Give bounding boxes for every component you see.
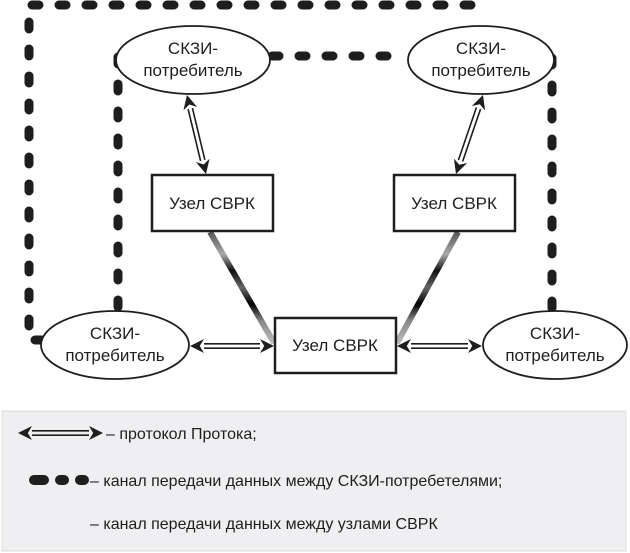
legend-item-protocol xyxy=(18,426,103,440)
protocol-arrow-bottom-left xyxy=(190,339,274,353)
legend-text-node-channel: – канал передачи данных между узлами СВР… xyxy=(90,516,438,533)
protocol-arrow-bottom-right xyxy=(397,339,482,353)
double-arrow-icon xyxy=(18,426,103,440)
consumer-bottom-left[interactable]: СКЗИ- потребитель xyxy=(40,310,190,380)
consumer-ellipse xyxy=(407,25,555,95)
consumer-label-line2: потребитель xyxy=(505,346,604,365)
consumer-bottom-right[interactable]: СКЗИ- потребитель xyxy=(482,310,628,380)
node-channel-right xyxy=(394,230,461,345)
consumer-ellipse xyxy=(482,310,628,380)
node-label: Узел СВРК xyxy=(169,194,255,213)
arrowhead-icon xyxy=(260,339,274,353)
node-left[interactable]: Узел СВРК xyxy=(150,173,275,233)
consumer-ellipse xyxy=(40,310,190,380)
consumer-label-line2: потребитель xyxy=(143,61,242,80)
node-right[interactable]: Узел СВРК xyxy=(392,173,517,233)
arrowhead-icon xyxy=(183,95,198,111)
protocol-arrows xyxy=(183,95,486,353)
legend-text-protocol: – протокол Протока; xyxy=(106,426,257,443)
node-box xyxy=(273,316,398,375)
arrowhead-icon xyxy=(468,339,482,353)
consumer-label-line1: СКЗИ- xyxy=(90,324,140,343)
arrowhead-icon xyxy=(471,95,486,111)
consumer-channels xyxy=(24,0,557,345)
consumer-label-line2: потребитель xyxy=(431,61,530,80)
node-box xyxy=(392,173,517,233)
node-label: Узел СВРК xyxy=(411,194,497,213)
consumer-top-right[interactable]: СКЗИ- потребитель xyxy=(407,25,555,95)
node-box xyxy=(150,173,275,233)
arrowhead-icon xyxy=(397,339,411,353)
node-channel-left xyxy=(207,230,277,345)
consumer-label-line1: СКЗИ- xyxy=(168,39,218,58)
node-bottom[interactable]: Узел СВРК xyxy=(273,316,398,375)
arrowhead-icon xyxy=(18,426,32,440)
legend-text-consumer-channel: – канал передачи данных между СКЗИ-потре… xyxy=(90,473,502,490)
legend: – протокол Протока; – канал передачи дан… xyxy=(1,410,627,552)
consumer-label-line1: СКЗИ- xyxy=(530,324,580,343)
consumer-top-left[interactable]: СКЗИ- потребитель xyxy=(115,25,271,95)
arrowhead-icon xyxy=(89,426,103,440)
node-channels xyxy=(207,199,461,345)
arrowhead-icon xyxy=(453,158,468,174)
protocol-arrow-top-left xyxy=(183,95,210,174)
dashed-line-icon xyxy=(29,475,89,485)
consumer-label-line1: СКЗИ- xyxy=(456,39,506,58)
consumer-ellipse xyxy=(115,25,271,95)
consumer-channel-outer xyxy=(24,0,483,345)
legend-background xyxy=(1,410,627,552)
legend-item-consumer-channel xyxy=(29,475,89,485)
protocol-arrow-top-right xyxy=(453,95,486,174)
node-label: Узел СВРК xyxy=(292,336,378,355)
arrowhead-icon xyxy=(190,339,204,353)
consumer-label-line2: потребитель xyxy=(65,346,164,365)
arrowhead-icon xyxy=(195,158,210,174)
